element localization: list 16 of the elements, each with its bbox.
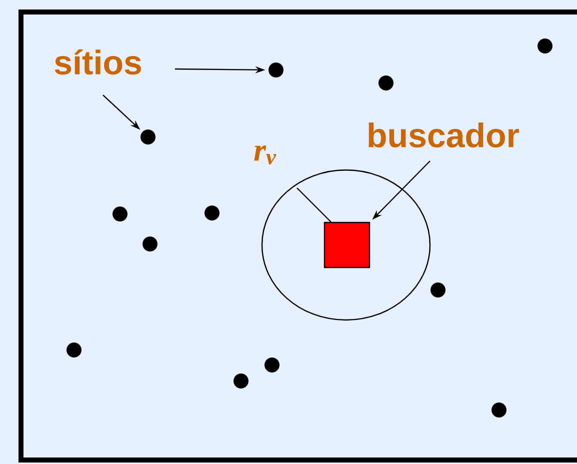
label-text: sítios (54, 49, 142, 75)
site-dot (492, 402, 506, 418)
site-dot (378, 76, 394, 90)
radius-label: r$_{v}$ (254, 146, 276, 165)
site-dot (140, 130, 156, 144)
site-dot (112, 206, 128, 222)
searcher-square (324, 222, 370, 268)
site-dot (66, 342, 82, 358)
label-text: buscador (368, 122, 520, 148)
site-dot (268, 62, 284, 78)
site-dot (264, 358, 280, 372)
site-dot (430, 282, 446, 298)
site-dot (142, 236, 158, 252)
site-dot (538, 38, 552, 54)
site-dot (204, 206, 220, 220)
site-dot (234, 374, 248, 388)
